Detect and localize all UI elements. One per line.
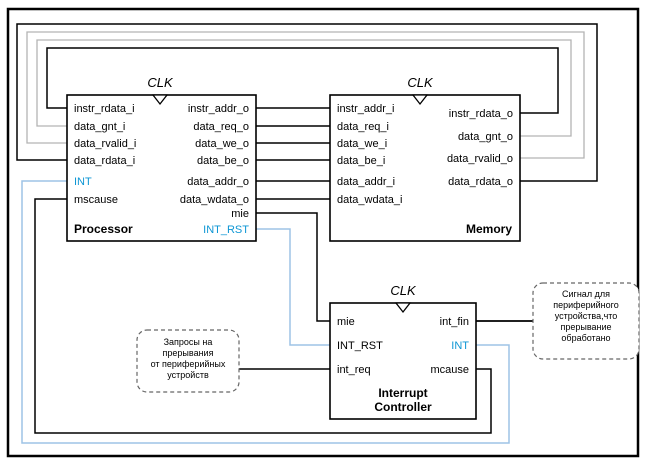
port-label: mie bbox=[337, 316, 355, 328]
callout-text-line: Запросы на bbox=[164, 337, 213, 347]
memory-clk-triangle-icon bbox=[411, 94, 429, 106]
callout-interrupt-done-signal bbox=[532, 282, 640, 360]
wire-instr-rdata-loop bbox=[46, 47, 559, 114]
memory-clk-label: CLK bbox=[407, 75, 434, 90]
callout-text-line: периферийного bbox=[553, 300, 618, 310]
callout-text-line: устройств bbox=[167, 370, 209, 380]
memory-title: Memory bbox=[466, 222, 512, 236]
port-label: data_wdata_i bbox=[337, 194, 402, 206]
port-label: data_rdata_i bbox=[74, 155, 135, 167]
callout-text-line: от периферийных bbox=[151, 359, 226, 369]
port-label-int-rst: INT_RST bbox=[203, 224, 249, 236]
callout-text-line: прерывания bbox=[163, 348, 214, 358]
port-label: instr_rdata_i bbox=[74, 103, 135, 115]
port-label: data_rvalid_i bbox=[74, 138, 136, 150]
port-label-int: INT bbox=[74, 176, 92, 188]
processor-block bbox=[66, 94, 257, 242]
wire-int-loop bbox=[21, 180, 510, 444]
port-label: data_we_o bbox=[195, 138, 249, 150]
port-label: data_be_o bbox=[197, 155, 249, 167]
port-label: mie bbox=[231, 208, 249, 220]
port-label: instr_addr_o bbox=[188, 103, 249, 115]
processor-clk-triangle-icon bbox=[151, 94, 169, 106]
port-label: data_we_i bbox=[337, 138, 387, 150]
port-label-int: INT bbox=[451, 340, 469, 352]
outer-border bbox=[6, 7, 640, 458]
port-label: data_addr_o bbox=[187, 176, 249, 188]
port-label: INT_RST bbox=[337, 340, 383, 352]
memory-block bbox=[329, 94, 521, 242]
port-label: mscause bbox=[74, 194, 118, 206]
callout-text-line: устройства,что bbox=[555, 311, 618, 321]
port-label: data_wdata_o bbox=[180, 194, 249, 206]
port-label: mcause bbox=[430, 364, 469, 376]
port-label: data_rdata_o bbox=[448, 176, 513, 188]
callout-text-line: обработано bbox=[561, 333, 610, 343]
callout-text-line: Сигнал для bbox=[562, 289, 610, 299]
port-label: instr_addr_i bbox=[337, 103, 394, 115]
processor-clk-label: CLK bbox=[147, 75, 174, 90]
port-label: int_fin bbox=[440, 316, 469, 328]
interrupt-controller-clk-label: CLK bbox=[390, 283, 417, 298]
wire-int-rst bbox=[256, 228, 330, 346]
callout-interrupt-requests bbox=[136, 329, 240, 393]
port-label: data_gnt_i bbox=[74, 121, 125, 133]
port-label: data_addr_i bbox=[337, 176, 395, 188]
port-label: instr_rdata_o bbox=[449, 108, 513, 120]
port-label: data_req_i bbox=[337, 121, 389, 133]
port-label: data_gnt_o bbox=[458, 131, 513, 143]
port-label: data_be_i bbox=[337, 155, 385, 167]
wire-data-gnt-loop bbox=[36, 39, 572, 137]
interrupt-controller-block bbox=[329, 302, 477, 420]
callout-text-line: прерывание bbox=[560, 322, 611, 332]
wire-mcause bbox=[34, 198, 492, 434]
wire-mie bbox=[256, 212, 330, 322]
port-label: data_req_o bbox=[193, 121, 249, 133]
interrupt-controller-title-line1: Interrupt bbox=[378, 386, 427, 400]
interrupt-controller-title-line2: Controller bbox=[374, 400, 432, 414]
wire-data-rvalid-loop bbox=[26, 31, 585, 159]
port-label: data_rvalid_o bbox=[447, 153, 513, 165]
processor-title: Processor bbox=[74, 222, 133, 236]
port-label: int_req bbox=[337, 364, 371, 376]
wire-data-rdata-loop bbox=[16, 23, 598, 182]
interrupt-controller-clk-triangle-icon bbox=[394, 302, 412, 314]
